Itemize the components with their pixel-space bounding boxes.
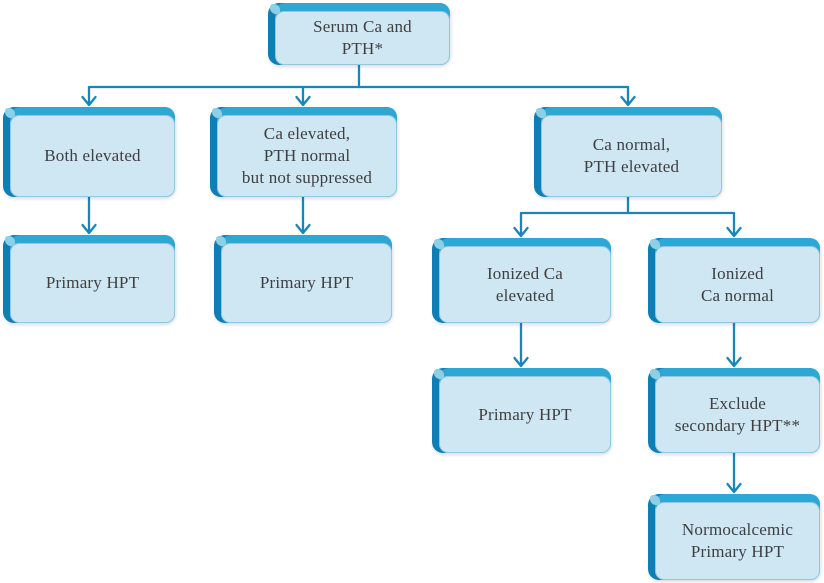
connector-ionized-normal-to-exclude [726,321,742,368]
connector-both-elevated-to-primary-hpt [81,195,97,235]
node-label: Primary HPT [478,404,572,424]
node-label: Ionized Ca normal [700,263,775,305]
connector-ca-elevated-to-primary-hpt [295,195,311,235]
node-face: Primary HPT [10,243,175,323]
node-both-elevated: Both elevated [3,107,175,197]
node-face: Primary HPT [221,243,392,323]
node-primary-hpt-left: Primary HPT [3,235,175,323]
node-label: Both elevated [44,146,141,166]
node-ca-elevated-pth-normal: Ca elevated, PTH normal but not suppress… [210,107,397,197]
node-normocalcemic-primary-hpt: Normocalcemic Primary HPT [648,494,820,580]
node-face: Ca elevated, PTH normal but not suppress… [217,115,397,197]
node-exclude-secondary-hpt: Exclude secondary HPT** [648,368,820,453]
node-face: Ca normal, PTH elevated [541,115,722,197]
node-face: Serum Ca and PTH* [275,11,450,65]
node-ionized-ca-normal: Ionized Ca normal [648,238,820,323]
connector-exclude-to-normocalcemic [726,451,742,494]
node-primary-hpt-right: Primary HPT [432,368,611,453]
node-label: Primary HPT [45,273,140,293]
node-face: Ionized Ca elevated [439,246,611,323]
connector-ionized-elevated-to-primary-hpt [513,321,529,368]
node-label: Ionized Ca elevated [486,263,564,305]
node-label: Serum Ca and PTH* [313,17,412,58]
node-face: Exclude secondary HPT** [655,376,820,453]
node-label: Ca elevated, PTH normal but not suppress… [241,124,373,187]
node-label: Exclude secondary HPT** [674,393,801,435]
node-face: Normocalcemic Primary HPT [655,502,820,580]
connector-ca-normal-to-ionized-branches [513,195,742,238]
node-serum-ca-and-pth: Serum Ca and PTH* [268,3,450,65]
connector-serum-to-branches [81,63,636,107]
node-primary-hpt-middle: Primary HPT [214,235,392,323]
node-label: Primary HPT [259,273,354,293]
node-face: Ionized Ca normal [655,246,820,323]
node-label: Normocalcemic Primary HPT [681,520,794,561]
node-face: Both elevated [10,115,175,197]
node-face: Primary HPT [439,376,611,453]
node-label: Ca normal, PTH elevated [583,135,680,176]
node-ionized-ca-elevated: Ionized Ca elevated [432,238,611,323]
node-ca-normal-pth-elevated: Ca normal, PTH elevated [534,107,722,197]
